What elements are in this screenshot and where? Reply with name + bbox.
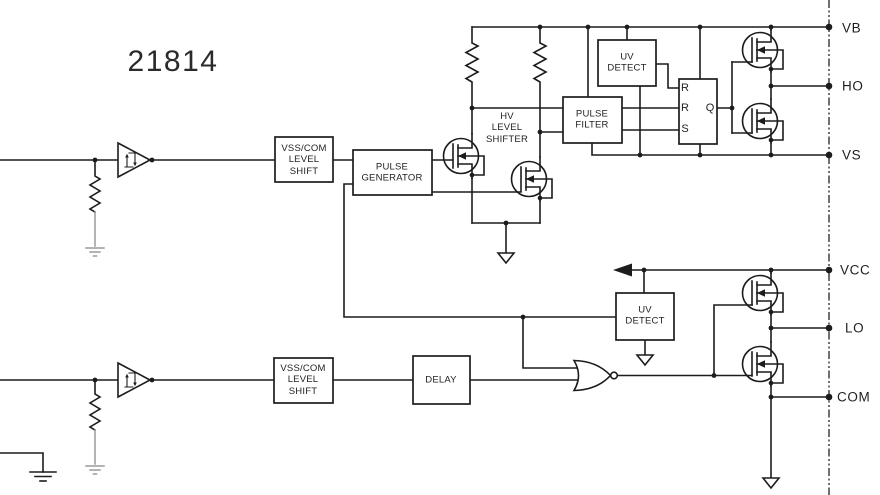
ground-icon-high-input: [85, 247, 105, 257]
ground-icon-vss: [29, 471, 57, 482]
uv-detect-high-label: UV DETECT: [607, 51, 647, 74]
down-arrow-icon-com-return: [761, 477, 781, 490]
delay-label: DELAY: [425, 374, 457, 386]
uv-detect-low-box: [615, 292, 675, 341]
pulse-generator-label: PULSE GENERATOR: [361, 161, 423, 184]
pulse-filter-label: PULSE FILTER: [575, 108, 609, 131]
nmos-transistor-icon-ho-high: [741, 27, 784, 73]
down-arrow-icon-uv-detect: [635, 354, 655, 367]
sr-latch-box: [678, 78, 718, 145]
nmos-transistor-icon-level-shift-right: [510, 156, 553, 202]
pin-label-vs: VS: [842, 147, 862, 163]
uv-detect-low-label: UV DETECT: [625, 304, 665, 327]
pin-label-ho: HO: [842, 78, 864, 94]
input-pulldown-resistor-high: [88, 159, 102, 214]
ground-icon-low-input: [85, 465, 105, 475]
pin-label-com: COM: [837, 389, 871, 405]
nmos-transistor-icon-lo-low: [741, 341, 784, 387]
vss-com-level-shift-low-label: VSS/COM LEVEL SHIFT: [280, 362, 326, 397]
pin-label-vcc: VCC: [840, 262, 871, 278]
delay-box: [412, 355, 471, 405]
down-arrow-icon-shifter-return: [496, 252, 516, 265]
pin-label-lo: LO: [845, 320, 865, 336]
pin-dots: [825, 23, 833, 401]
uv-detect-high-box: [597, 39, 657, 87]
schmitt-trigger-icon-low: [117, 361, 152, 399]
nmos-transistor-icon-level-shift-left: [442, 133, 485, 179]
vss-com-level-shift-high-box: [274, 136, 334, 183]
nmos-transistor-icon-ho-low: [741, 98, 784, 144]
pulse-filter-box: [562, 96, 623, 144]
pin-label-vb: VB: [842, 20, 862, 36]
latch-r-mid-label: R: [681, 102, 689, 114]
latch-q-label: Q: [705, 102, 715, 114]
vss-com-level-shift-low-box: [273, 357, 334, 404]
schmitt-trigger-icon-high: [117, 141, 152, 179]
nor-gate-icon: [572, 359, 619, 392]
nmos-transistor-icon-lo-high: [741, 270, 784, 316]
vcc-supply-arrow-icon: [613, 263, 632, 277]
vss-com-level-shift-high-label: VSS/COM LEVEL SHIFT: [281, 142, 327, 177]
input-pulldown-resistor-low: [88, 379, 102, 432]
pullup-resistor-left: [464, 26, 480, 109]
pullup-resistor-right: [532, 26, 548, 133]
latch-r-top-label: R: [681, 82, 689, 94]
latch-s-label: S: [681, 123, 689, 135]
hv-level-shifter-label: HV LEVEL SHIFTER: [485, 110, 529, 145]
chip-id-label: 21814: [127, 45, 219, 78]
junction-dots: [92, 24, 774, 400]
pulse-generator-box: [352, 149, 433, 196]
